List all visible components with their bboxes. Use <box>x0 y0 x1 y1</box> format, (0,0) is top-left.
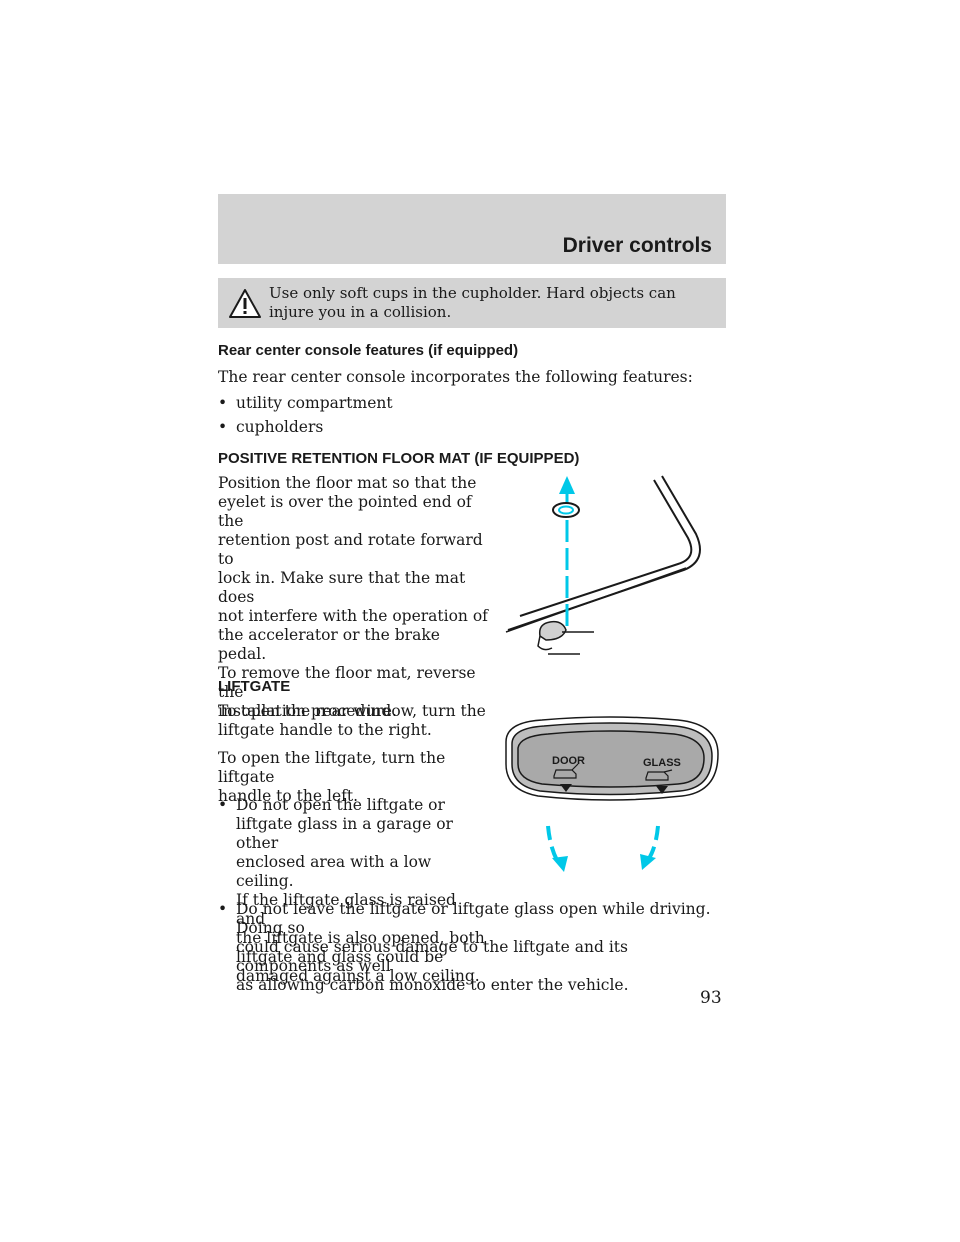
text-line: eyelet is over the pointed end of the <box>218 493 472 530</box>
liftgate-paragraph-1: To open the rear window, turn the liftga… <box>218 702 488 740</box>
section-title: Driver controls <box>562 234 712 257</box>
floor-mat-heading: POSITIVE RETENTION FLOOR MAT (IF EQUIPPE… <box>218 450 580 467</box>
text-line: liftgate handle to the right. <box>218 721 432 739</box>
text-line: To open the liftgate, turn the liftgate <box>218 749 446 786</box>
list-item-text: Do not leave the liftgate or liftgate gl… <box>236 900 728 995</box>
door-arrow-icon <box>560 784 572 792</box>
door-label: DOOR <box>552 755 585 767</box>
text-line: To open the rear window, turn the <box>218 702 486 720</box>
text-line: Position the floor mat so that the <box>218 474 477 492</box>
glass-label: GLASS <box>643 757 681 769</box>
text-line: liftgate and glass could be <box>236 948 444 966</box>
turn-left-arrow-icon <box>552 856 568 872</box>
text-line: could cause serious damage to the liftga… <box>236 938 628 975</box>
bullet-marker: • <box>218 900 228 918</box>
floor-mat-paragraph: Position the floor mat so that the eyele… <box>218 474 488 721</box>
text-line: installation procedure. <box>218 702 397 720</box>
text-line: retention post and rotate forward to <box>218 531 483 568</box>
liftgate-handle-diagram: DOOR GLASS <box>505 716 719 872</box>
text-line: as allowing carbon monoxide to enter the… <box>236 976 629 994</box>
warning-box: Use only soft cups in the cupholder. Har… <box>218 278 726 328</box>
vehicle-glass-icon <box>645 769 673 781</box>
text-line: If the liftgate glass is raised and <box>236 891 456 928</box>
text-line: the accelerator or the brake pedal. <box>218 626 440 663</box>
floor-mat-retention-diagram <box>505 475 701 655</box>
warning-text: Use only soft cups in the cupholder. Har… <box>269 284 676 321</box>
section-header-band: Driver controls <box>218 194 726 264</box>
bullet-marker: • <box>218 796 228 814</box>
rear-console-intro: The rear center console incorporates the… <box>218 368 693 386</box>
turn-right-arrow-icon <box>640 854 656 870</box>
text-line: Do not leave the liftgate or liftgate gl… <box>236 900 711 937</box>
liftgate-heading: LIFTGATE <box>218 678 291 695</box>
rear-console-heading: Rear center console features (if equippe… <box>218 342 519 359</box>
text-line: To remove the floor mat, reverse the <box>218 664 476 701</box>
vehicle-door-icon <box>553 763 579 779</box>
list-item-text: cupholders <box>236 418 324 436</box>
list-item-text: utility compartment <box>236 394 393 412</box>
text-line: damaged against a low ceiling. <box>236 967 480 985</box>
list-item-text: Do not open the liftgate or liftgate gla… <box>236 796 488 986</box>
liftgate-paragraph-2: To open the liftgate, turn the liftgate … <box>218 749 488 806</box>
text-line: lock in. Make sure that the mat does <box>218 569 466 606</box>
bullet-marker: • <box>218 394 228 412</box>
text-line: handle to the left. <box>218 787 359 805</box>
text-line: the liftgate is also opened, both <box>236 929 485 947</box>
text-line: liftgate glass in a garage or other <box>236 815 453 852</box>
warning-triangle-icon <box>229 289 261 318</box>
page-number: 93 <box>700 988 722 1008</box>
text-line: not interfere with the operation of <box>218 607 488 625</box>
glass-arrow-icon <box>656 786 668 794</box>
text-line: Do not open the liftgate or <box>236 796 445 814</box>
bullet-marker: • <box>218 418 228 436</box>
text-line: enclosed area with a low ceiling. <box>236 853 432 890</box>
